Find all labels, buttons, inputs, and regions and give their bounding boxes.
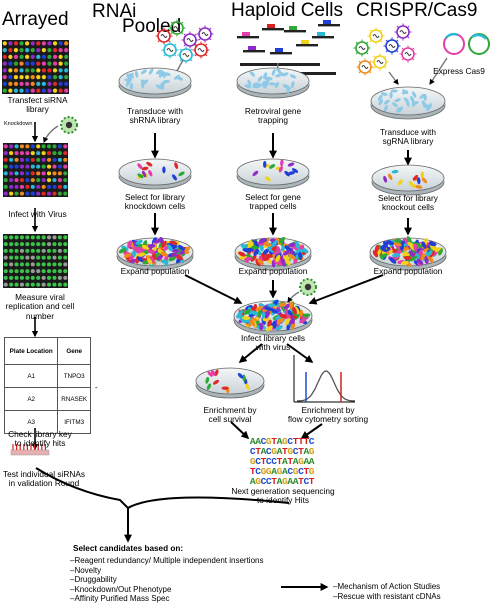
list-item: –Knockdown/Out Phenotype	[70, 584, 172, 594]
haploid-step3-label: Expand population	[238, 266, 308, 276]
pooled-step3-label: Expand population	[120, 266, 190, 276]
header-rnai: RNAi	[92, 1, 137, 22]
table-dash: -	[95, 383, 98, 392]
sequence-line: GCTCCTATAGAA	[249, 456, 315, 467]
header-haploid: Haploid Cells	[231, 0, 343, 21]
dish-haploid-expand	[234, 236, 312, 271]
header-pooled: Pooled	[122, 16, 182, 37]
list-item: –Reagent redundancy/ Multiple independen…	[70, 556, 264, 565]
sirna-plate-1	[2, 40, 69, 94]
dish-haploid-trap	[236, 67, 310, 99]
virus-icon-arrayed	[60, 116, 78, 134]
table-header-gene: Gene	[57, 337, 91, 365]
shrna-virus-library	[155, 19, 214, 64]
dish-pooled-select	[118, 158, 192, 190]
table-row: A1 TNPO3	[3, 364, 91, 388]
list-item: –Rescue with resistant cDNAs	[333, 591, 441, 601]
header-arrayed: Arrayed	[2, 9, 69, 30]
crispr-express-label: Express Cas9	[433, 66, 485, 76]
sequence-line: TCGGAGACGCTG	[249, 466, 315, 477]
sequence-line: AACGTAGCTTTC	[249, 436, 315, 447]
dish-crispr-transduce	[370, 86, 446, 120]
dish-crispr-select	[371, 164, 445, 196]
list-item: –Druggability	[70, 575, 117, 584]
list-item: –Affinity Purified Mass Spec	[70, 594, 170, 603]
dish-haploid-select	[236, 158, 310, 190]
dish-pooled-expand	[116, 236, 194, 271]
virus-arrow-arrayed	[43, 125, 59, 144]
header-crispr: CRISPR/Cas9	[356, 0, 478, 21]
dish-infect	[233, 299, 313, 336]
arrayed-step2-label: Infect with Virus	[8, 209, 67, 219]
sequence-line: CTACGATGCTAG	[249, 446, 315, 457]
dish-pooled-transduce	[118, 67, 192, 99]
validation-plate	[10, 444, 50, 456]
dish-survival	[195, 367, 265, 399]
table-header-location: Plate Location	[3, 337, 59, 365]
candidates-list: –Reagent redundancy/ Multiple independen…	[70, 556, 263, 604]
library-key-table: Plate Location Gene A1 TNPO3 A2 RNASEK A…	[3, 337, 91, 434]
cas9-plasmids	[443, 32, 490, 55]
crispr-step3-label: Expand population	[373, 266, 443, 276]
flow-cytometry-histogram	[293, 355, 355, 403]
candidates-title: Select candidates based on:	[73, 544, 184, 553]
sirna-plate-2	[3, 143, 68, 197]
list-item: –Novelty	[70, 565, 102, 575]
followup-list: –Mechanism of Action Studies –Rescue wit…	[333, 582, 441, 601]
sequence-line: AGCCTAGAATCT	[249, 476, 315, 487]
list-item: –Mechanism of Action Studies	[333, 582, 441, 591]
table-row: A2 RNASEK	[3, 387, 91, 411]
knockdown-label: Knockdown	[4, 121, 33, 127]
sirna-plate-3	[3, 234, 68, 288]
dish-crispr-expand	[369, 236, 447, 271]
virus-icon-infect	[299, 278, 317, 296]
sgrna-virus-library	[353, 23, 417, 76]
table-row: A3 IFITM3	[3, 410, 91, 434]
